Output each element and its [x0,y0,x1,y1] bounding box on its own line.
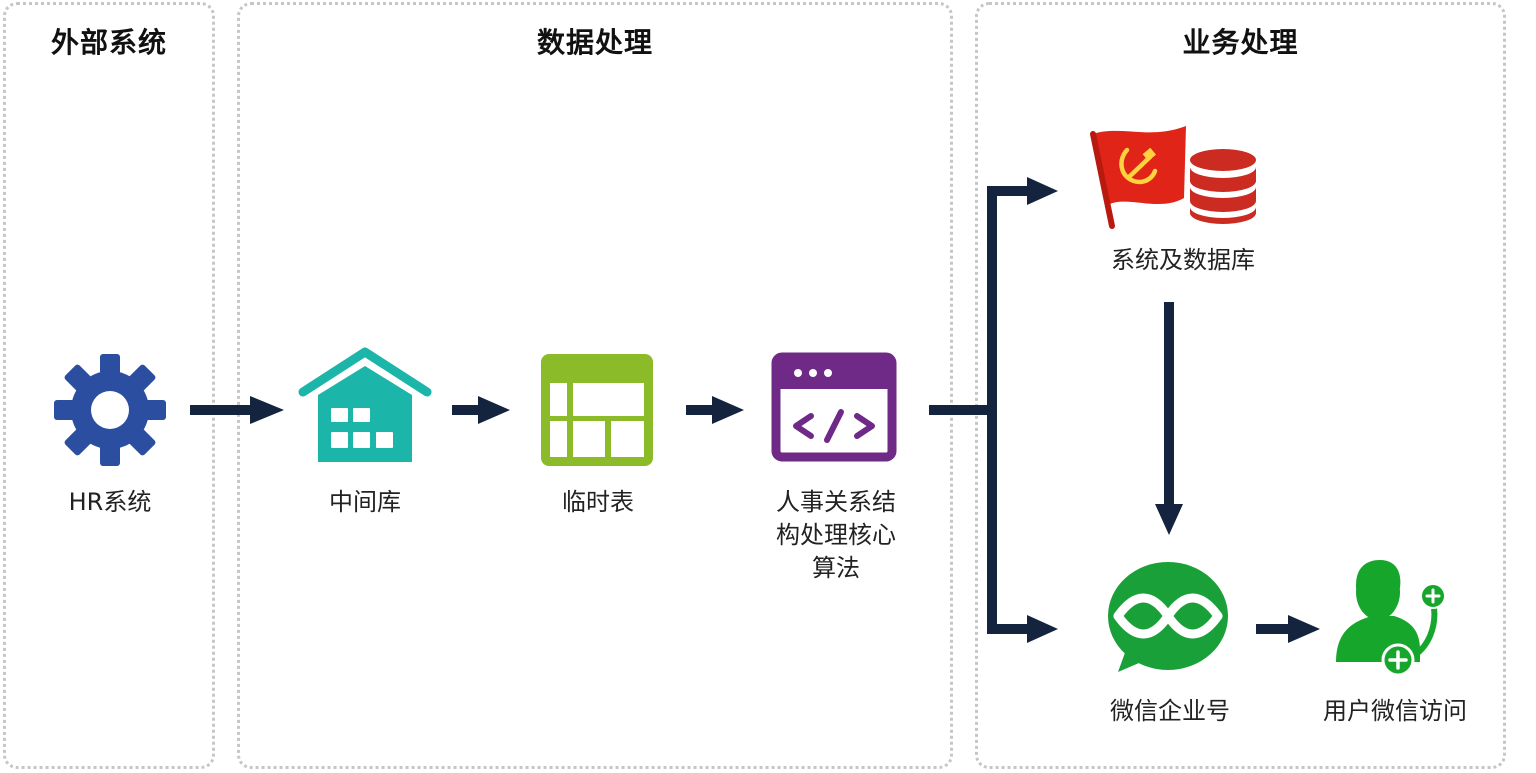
warehouse-icon [298,347,432,462]
temp-table-label: 临时表 [562,488,634,516]
table-icon [541,354,653,466]
data-processing-panel: 数据处理 [237,2,953,769]
code-window-icon [771,352,897,462]
user-access-label: 用户微信访问 [1323,697,1467,725]
arrow-wechat-to-user [1256,615,1320,643]
business-processing-panel: 业务处理 [975,2,1506,769]
external-system-title: 外部系统 [50,26,167,59]
arrow-middle-db-to-temp-table [452,396,510,424]
user-add-icon [1336,560,1446,677]
hr-system-label: HR系统 [68,488,152,516]
wechat-work-icon [1108,562,1228,672]
arrow-hr-to-middle-db [190,396,284,424]
external-system-panel: 外部系统 [3,2,215,769]
arrow-database-to-wechat [1155,302,1183,535]
gear-icon [54,354,166,466]
system-db-label: 系统及数据库 [1111,246,1255,274]
party-flag-database-icon [1090,126,1256,229]
arrow-temp-table-to-algorithm [686,396,744,424]
arrow-algorithm-branch [929,177,1058,643]
data-processing-title: 数据处理 [536,26,653,59]
business-processing-title: 业务处理 [1182,26,1299,59]
wechat-work-label: 微信企业号 [1110,697,1230,725]
core-algorithm-label: 人事关系结 构处理核心 算法 [776,488,896,582]
middle-db-label: 中间库 [329,488,401,516]
